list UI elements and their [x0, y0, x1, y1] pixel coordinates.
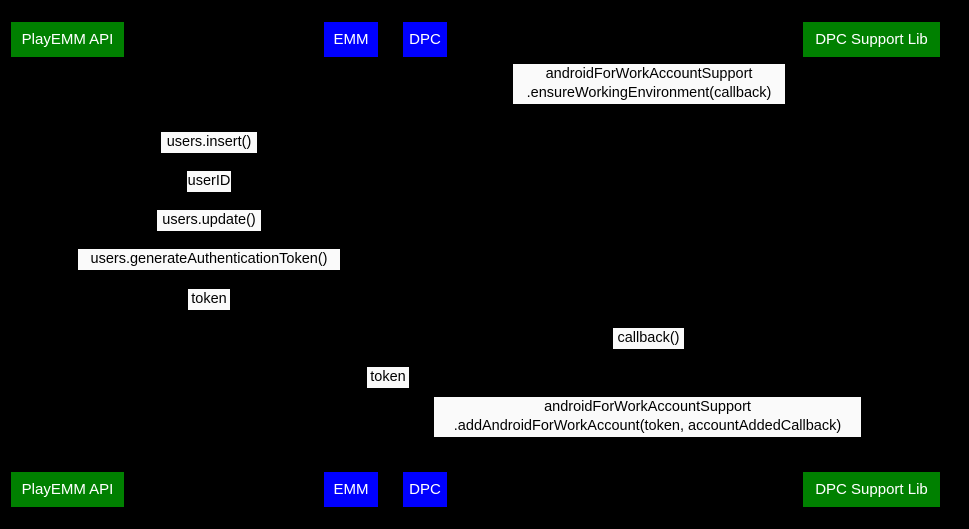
message-line-2: .ensureWorkingEnvironment(callback)	[526, 84, 772, 101]
message-label-token-to-emm: token	[188, 289, 230, 310]
message-line-1: token	[370, 369, 406, 385]
message-label-users-insert: users.insert()	[161, 132, 257, 153]
message-line-2: .addAndroidForWorkAccount(token, account…	[453, 417, 842, 434]
participant-playemm-api-bottom[interactable]: PlayEMM API	[11, 472, 124, 507]
message-line-1: callback()	[617, 330, 680, 346]
participant-label: DPC	[409, 31, 441, 48]
message-line-1: userID	[187, 173, 231, 189]
message-label-token-to-dpc: token	[367, 367, 409, 388]
participant-dpc-support-lib-bottom[interactable]: DPC Support Lib	[803, 472, 940, 507]
message-label-callback: callback()	[613, 328, 684, 349]
message-label-add-android-for-work-account: androidForWorkAccountSupport .addAndroidF…	[434, 397, 861, 437]
message-label-ensure-working-environment: androidForWorkAccountSupport .ensureWorki…	[513, 64, 785, 104]
message-line-1: androidForWorkAccountSupport	[544, 398, 751, 415]
message-line-1: users.insert()	[166, 134, 252, 150]
message-line-1: androidForWorkAccountSupport	[545, 65, 753, 82]
message-line-1: token	[191, 291, 227, 307]
participant-emm-bottom[interactable]: EMM	[324, 472, 378, 507]
message-line-1: users.update()	[162, 212, 256, 228]
message-label-user-id: userID	[187, 171, 231, 192]
participant-label: EMM	[333, 31, 369, 48]
participant-label: PlayEMM API	[21, 31, 114, 48]
message-label-users-generate-authentication-token: users.generateAuthenticationToken()	[78, 249, 340, 270]
participant-label: DPC Support Lib	[815, 481, 928, 498]
participant-label: DPC Support Lib	[815, 31, 928, 48]
participant-label: EMM	[333, 481, 369, 498]
participant-dpc-top[interactable]: DPC	[403, 22, 447, 57]
participant-emm-top[interactable]: EMM	[324, 22, 378, 57]
participant-label: DPC	[409, 481, 441, 498]
message-line-1: users.generateAuthenticationToken()	[90, 251, 328, 267]
participant-playemm-api-top[interactable]: PlayEMM API	[11, 22, 124, 57]
message-label-users-update: users.update()	[157, 210, 261, 231]
participant-dpc-support-lib-top[interactable]: DPC Support Lib	[803, 22, 940, 57]
participant-label: PlayEMM API	[21, 481, 114, 498]
participant-dpc-bottom[interactable]: DPC	[403, 472, 447, 507]
